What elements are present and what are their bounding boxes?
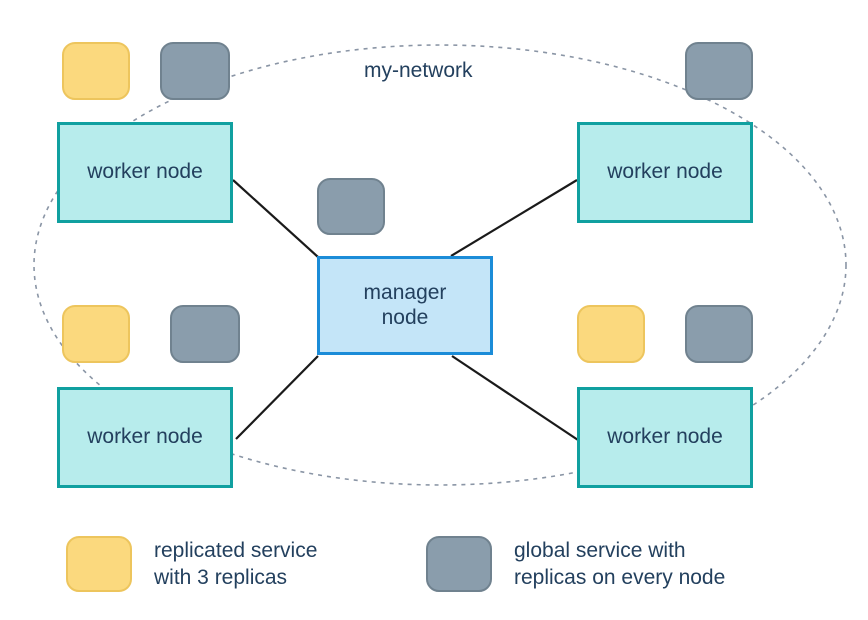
legend-replicated-label: replicated service with 3 replicas bbox=[154, 538, 318, 589]
service-global-top-right[interactable] bbox=[685, 42, 753, 100]
node-label: worker node bbox=[87, 425, 203, 449]
node-label: worker node bbox=[607, 425, 723, 449]
service-global-manager[interactable] bbox=[317, 178, 385, 235]
service-global-bottom-left[interactable] bbox=[170, 305, 240, 363]
service-global-top-left[interactable] bbox=[160, 42, 230, 100]
legend-replicated: replicated service with 3 replicas bbox=[66, 536, 317, 592]
node-manager[interactable]: manager node bbox=[317, 256, 493, 355]
legend-global-swatch bbox=[426, 536, 492, 592]
node-worker-top-left[interactable]: worker node bbox=[57, 122, 233, 223]
node-worker-top-right[interactable]: worker node bbox=[577, 122, 753, 223]
legend-global-label: global service with replicas on every no… bbox=[514, 538, 726, 589]
link-manager-worker-bottom-right bbox=[451, 355, 579, 441]
link-manager-worker-bottom-left bbox=[235, 355, 319, 440]
node-label: manager node bbox=[363, 280, 447, 329]
legend-global: global service with replicas on every no… bbox=[426, 536, 725, 592]
node-worker-bottom-left[interactable]: worker node bbox=[57, 387, 233, 488]
link-manager-worker-top-right bbox=[450, 179, 578, 257]
node-label: worker node bbox=[87, 160, 203, 184]
network-boundary-label: my-network bbox=[364, 59, 473, 82]
network-boundary-ellipse bbox=[33, 44, 847, 486]
service-replicated-bottom-left[interactable] bbox=[62, 305, 130, 363]
node-worker-bottom-right[interactable]: worker node bbox=[577, 387, 753, 488]
service-global-bottom-right[interactable] bbox=[685, 305, 753, 363]
legend-replicated-swatch bbox=[66, 536, 132, 592]
service-replicated-top-left[interactable] bbox=[62, 42, 130, 100]
service-replicated-bottom-right[interactable] bbox=[577, 305, 645, 363]
node-label: worker node bbox=[607, 160, 723, 184]
link-manager-worker-top-left bbox=[232, 179, 319, 258]
